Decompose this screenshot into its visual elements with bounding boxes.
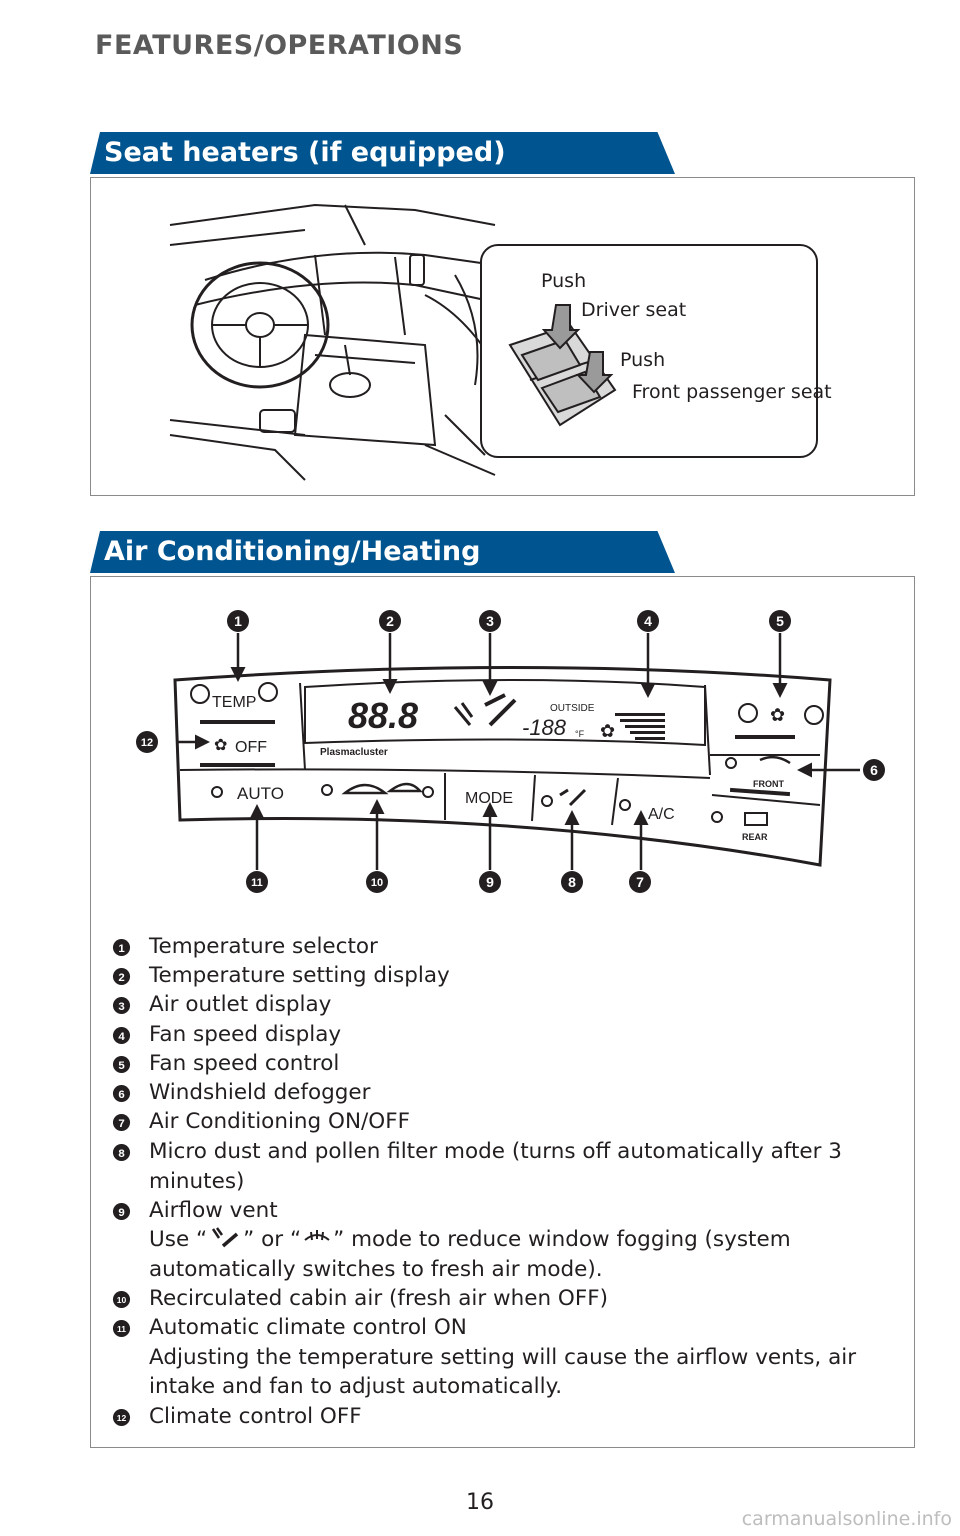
push-passenger-label: Push [620, 349, 666, 371]
watermark: carmanualsonline.info [741, 1508, 952, 1530]
callout-number-3: 3 [486, 613, 494, 629]
outside-temp-display: -188 [522, 715, 567, 740]
number-badge-icon: 10 [112, 1290, 131, 1309]
ac-label: A/C [648, 806, 675, 823]
number-badge-icon: 1 [112, 938, 131, 957]
callout-number-5: 5 [776, 613, 784, 629]
air-conditioning-box [90, 576, 915, 1448]
number-badge-icon: 2 [112, 967, 131, 986]
airflow-note-use: Use “ [149, 1227, 208, 1252]
seat-heater-switch-illustration [508, 304, 617, 427]
svg-text:✿: ✿ [770, 705, 785, 726]
number-badge-icon: 7 [112, 1113, 131, 1132]
mode-label: MODE [465, 790, 513, 807]
number-badge-icon: 11 [112, 1319, 131, 1338]
legend-number: 8 [118, 1148, 124, 1160]
svg-text:✿: ✿ [214, 735, 227, 754]
climate-control-panel: ✿ ✿ ✿ [136, 610, 885, 893]
car-interior-illustration [169, 203, 496, 481]
legend-text: Fan speed control [149, 1051, 340, 1076]
callout-number-10: 10 [371, 877, 383, 889]
legend-number: 6 [118, 1089, 124, 1101]
front-passenger-seat-label: Front passenger seat [632, 381, 832, 403]
legend-text: Automatic climate control ON Adjusting t… [149, 1315, 857, 1399]
driver-seat-label: Driver seat [581, 299, 687, 321]
legend-text: Recirculated cabin air (fresh air when O… [149, 1286, 608, 1311]
airflow-note-or: ” or “ [243, 1227, 302, 1252]
page-section-header: FEATURES/OPERATIONS [95, 30, 464, 61]
number-badge-icon: 5 [112, 1055, 131, 1074]
legend-text: Temperature selector [149, 934, 378, 959]
airflow-note-line-2: automatically switches to fresh air mode… [149, 1257, 603, 1282]
number-badge-icon: 8 [112, 1143, 131, 1162]
seat-heaters-title: Seat heaters (if equipped) [90, 132, 675, 174]
callout-number-7: 7 [636, 874, 644, 890]
callout-number-1: 1 [234, 613, 242, 629]
legend-number: 7 [118, 1118, 124, 1130]
off-label: OFF [235, 739, 267, 756]
legend-text: Air outlet display [149, 992, 332, 1017]
auto-label: AUTO [237, 784, 284, 803]
callout-number-8: 8 [568, 874, 576, 890]
legend-text: Fan speed display [149, 1022, 342, 1047]
number-badge-icon: 12 [112, 1408, 131, 1427]
number-badge-icon: 6 [112, 1084, 131, 1103]
legend-text: Windshield defogger [149, 1080, 371, 1105]
legend-text: Micro dust and pollen filter mode (turns… [149, 1139, 842, 1194]
defrost-icon [304, 1230, 330, 1241]
legend-number: 12 [117, 1413, 127, 1423]
seat-heaters-box [90, 177, 915, 496]
legend-number: 11 [117, 1324, 126, 1334]
legend-number: 10 [117, 1295, 127, 1305]
legend-text: Climate control OFF [149, 1404, 362, 1429]
floor-defrost-icon [212, 1227, 239, 1248]
air-conditioning-title: Air Conditioning/Heating [90, 531, 675, 573]
airflow-note-rest: ” mode to reduce window fogging (system [333, 1227, 791, 1252]
legend-number: 3 [118, 1001, 124, 1013]
callout-number-12: 12 [141, 737, 153, 749]
number-badge-icon: 9 [112, 1202, 131, 1221]
legend-number: 5 [118, 1060, 125, 1072]
callout-number-6: 6 [870, 762, 878, 778]
legend-text: Temperature setting display [149, 963, 450, 988]
legend-text: Airflow vent [149, 1198, 278, 1223]
page-number: 16 [466, 1490, 494, 1515]
legend-number: 4 [118, 1031, 125, 1043]
callout-number-4: 4 [644, 613, 652, 629]
legend-number: 2 [118, 972, 124, 984]
legend-number: 1 [118, 943, 125, 955]
temperature-display: 88.8 [348, 695, 418, 736]
outside-label: OUTSIDE [550, 703, 595, 714]
callout-number-2: 2 [386, 613, 394, 629]
legend-text: Air Conditioning ON/OFF [149, 1109, 410, 1134]
number-badge-icon: 3 [112, 996, 131, 1015]
callout-number-11: 11 [251, 877, 263, 889]
airflow-note-line-1: Use “ ” or “ ” mode to reduce window foggi… [149, 1225, 791, 1255]
temp-unit: °F [575, 729, 585, 739]
rear-label: REAR [742, 832, 768, 842]
push-driver-label: Push [541, 270, 587, 292]
legend-number: 9 [118, 1207, 124, 1219]
number-badge-icon: 4 [112, 1026, 131, 1045]
svg-text:✿: ✿ [600, 721, 615, 742]
plasmacluster-label: Plasmacluster [320, 747, 388, 758]
temp-label: TEMP [212, 694, 256, 711]
callout-number-9: 9 [486, 874, 494, 890]
front-label: FRONT [753, 779, 784, 789]
